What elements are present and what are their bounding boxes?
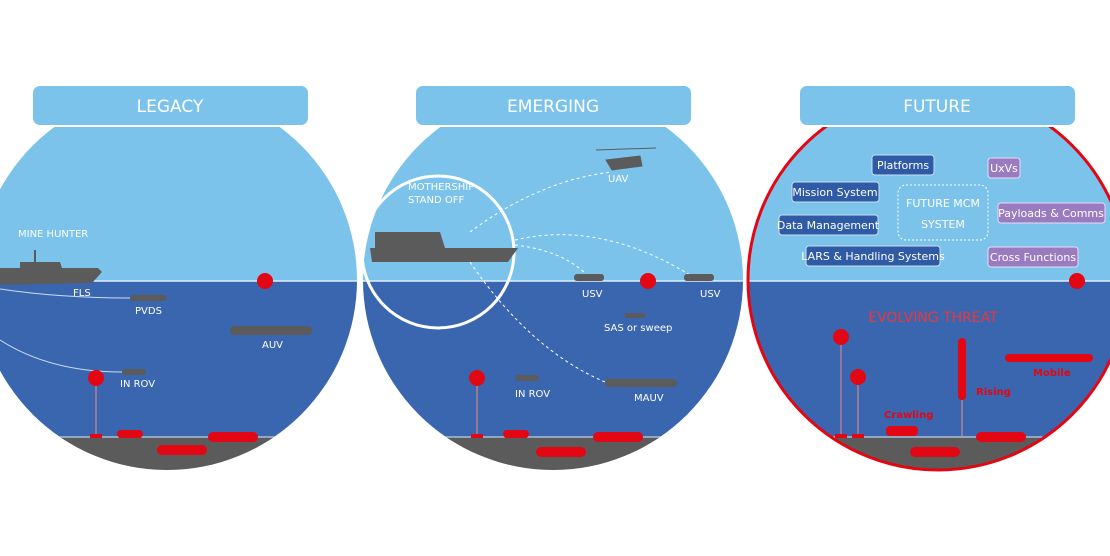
floating-mine <box>257 273 273 289</box>
pvds-sonar <box>130 295 167 301</box>
usv1-label: USV <box>582 289 603 300</box>
mothership <box>370 232 518 262</box>
blue-boxes <box>778 154 941 267</box>
box-mission-system: Mission System <box>792 186 877 199</box>
center-line-2: SYSTEM <box>921 218 965 231</box>
rising-mine <box>958 338 966 400</box>
in-rov-label-2: IN ROV <box>515 389 550 400</box>
banner-legacy: LEGACY <box>31 84 310 127</box>
future-panel: FUTURE MCM SYSTEM Platforms Mission Syst… <box>746 88 1110 472</box>
rising-label: Rising <box>976 387 1011 398</box>
usv-1 <box>574 274 604 281</box>
banner-emerging: EMERGING <box>414 84 693 127</box>
mine-hunter-ship <box>0 250 102 285</box>
crawling-mine <box>886 426 918 436</box>
auv-label: AUV <box>262 340 283 351</box>
box-platforms: Platforms <box>877 159 929 172</box>
usv-2 <box>684 274 714 281</box>
svg-text:LEGACY: LEGACY <box>137 97 204 117</box>
purple-boxes <box>987 157 1106 268</box>
auv <box>230 326 312 335</box>
uav-label: UAV <box>608 174 629 185</box>
emerging-panel: MOTHERSHIP STAND OFF UAV USV USV SAS or … <box>360 90 743 470</box>
box-data-management: Data Management <box>777 219 880 232</box>
moored-mine <box>88 370 104 386</box>
box-uxvs: UxVs <box>990 162 1018 175</box>
center-line-1: FUTURE MCM <box>906 197 980 210</box>
mobile-mine <box>1005 354 1093 362</box>
mothership-label: MOTHERSHIP <box>408 182 474 193</box>
evolving-threat-label: EVOLVING THREAT <box>868 310 998 326</box>
mauv-label: MAUV <box>634 393 664 404</box>
sas-label: SAS or sweep <box>604 323 672 334</box>
uav-helicopter <box>595 147 657 171</box>
in-rov-label: IN ROV <box>120 379 155 390</box>
standoff-label: STAND OFF <box>408 195 465 206</box>
svg-text:EMERGING: EMERGING <box>507 97 599 117</box>
legacy-panel: MINE HUNTER FLS PVDS AUV IN ROV <box>0 90 357 470</box>
box-lars: LARS & Handling Systems <box>801 250 945 263</box>
box-cross-functions: Cross Functions <box>990 251 1076 264</box>
mine-hunter-label: MINE HUNTER <box>18 229 88 240</box>
pvds-label: PVDS <box>135 306 162 317</box>
mauv <box>605 379 677 387</box>
banner-future: FUTURE <box>798 84 1077 127</box>
fls-label: FLS <box>73 288 91 299</box>
box-payloads: Payloads & Comms <box>998 207 1104 220</box>
mobile-label: Mobile <box>1033 368 1071 379</box>
usv2-label: USV <box>700 289 721 300</box>
svg-text:FUTURE: FUTURE <box>903 97 971 117</box>
crawling-label: Crawling <box>884 410 933 421</box>
in-rov <box>122 369 146 375</box>
